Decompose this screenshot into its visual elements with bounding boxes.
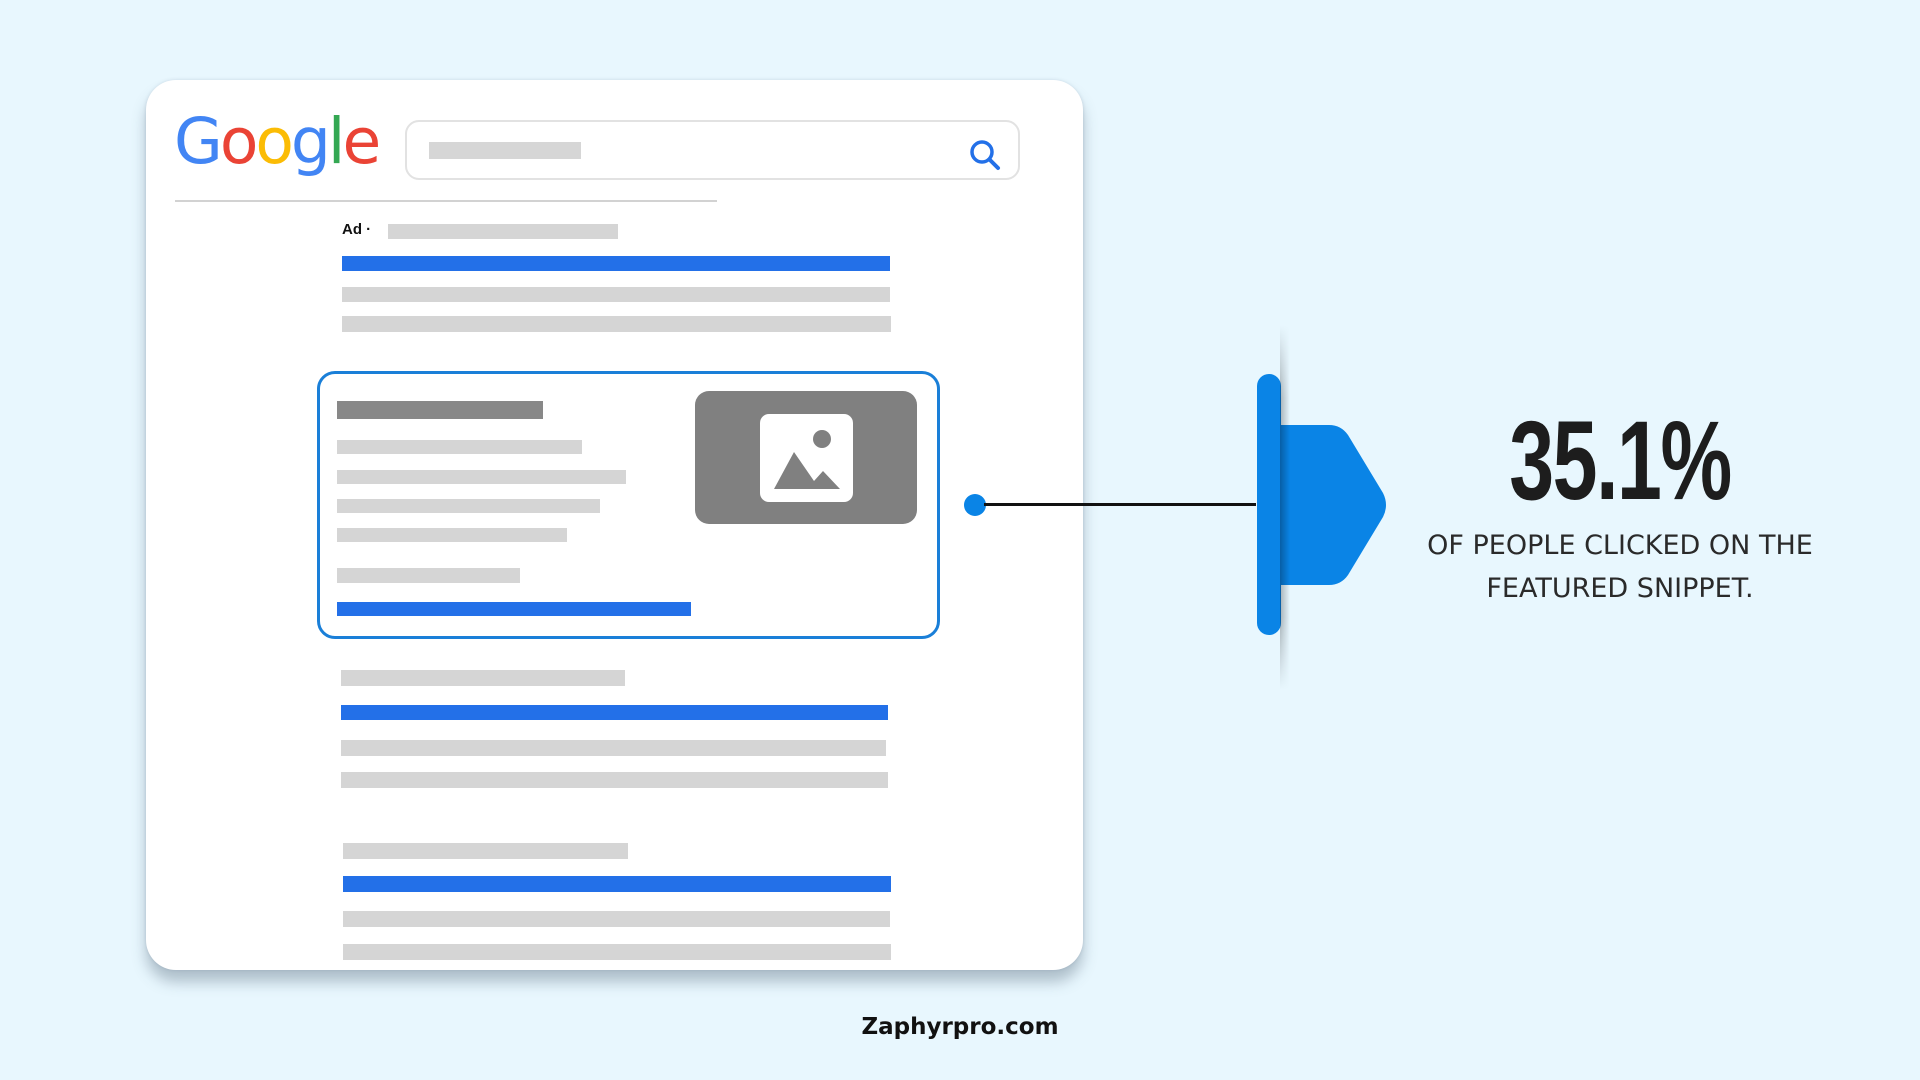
result-url-placeholder: [341, 670, 625, 686]
connector-line: [984, 503, 1256, 506]
google-logo: Google: [174, 105, 381, 178]
snippet-text-line: [337, 470, 626, 484]
snippet-title-link[interactable]: [337, 602, 691, 616]
snippet-text-line: [337, 440, 582, 454]
connector-dot: [964, 494, 986, 516]
marker-bar: [1257, 374, 1281, 635]
stat-caption: OF PEOPLE CLICKED ON THE FEATURED SNIPPE…: [1380, 524, 1860, 610]
result-title-link[interactable]: [343, 876, 891, 892]
logo-letter-e: e: [342, 105, 381, 178]
logo-letter-g: G: [174, 105, 223, 178]
search-query-placeholder: [429, 142, 581, 159]
search-results-card: Google Ad ·: [146, 80, 1083, 970]
marker-shadow: [1280, 325, 1290, 690]
result-title-link[interactable]: [341, 705, 888, 720]
search-icon[interactable]: [968, 138, 1002, 172]
search-bar[interactable]: [405, 120, 1020, 180]
stat-caption-line-1: OF PEOPLE CLICKED ON THE: [1427, 530, 1813, 561]
logo-letter-g2: g: [290, 105, 331, 178]
ad-description-line: [342, 316, 891, 332]
ad-label: Ad ·: [342, 221, 372, 238]
arrow-pointer-icon: [1281, 425, 1386, 585]
ad-description-line: [342, 287, 890, 302]
snippet-text-line: [337, 528, 567, 542]
snippet-image: [695, 391, 917, 524]
result-description-line: [343, 911, 890, 927]
result-url-placeholder: [343, 843, 628, 859]
header-divider: [175, 200, 717, 202]
result-description-line: [343, 944, 891, 960]
result-description-line: [341, 740, 886, 756]
logo-letter-o2: o: [255, 105, 294, 178]
ad-title-link[interactable]: [342, 256, 890, 271]
stat-caption-line-2: FEATURED SNIPPET.: [1486, 573, 1754, 604]
logo-letter-o1: o: [219, 105, 259, 178]
image-icon-glyph: [774, 430, 840, 489]
ad-url-placeholder: [388, 224, 618, 239]
snippet-heading-placeholder: [337, 401, 543, 419]
result-description-line: [341, 772, 888, 788]
snippet-text-line: [337, 499, 600, 513]
footer-brand: Zaphyrpro.com: [861, 1014, 1059, 1040]
stat-value: 35.1%: [1509, 398, 1732, 523]
featured-snippet-highlight: [317, 371, 940, 639]
snippet-source-line: [337, 568, 520, 583]
logo-letter-l: l: [327, 105, 345, 178]
image-icon: [760, 414, 853, 502]
